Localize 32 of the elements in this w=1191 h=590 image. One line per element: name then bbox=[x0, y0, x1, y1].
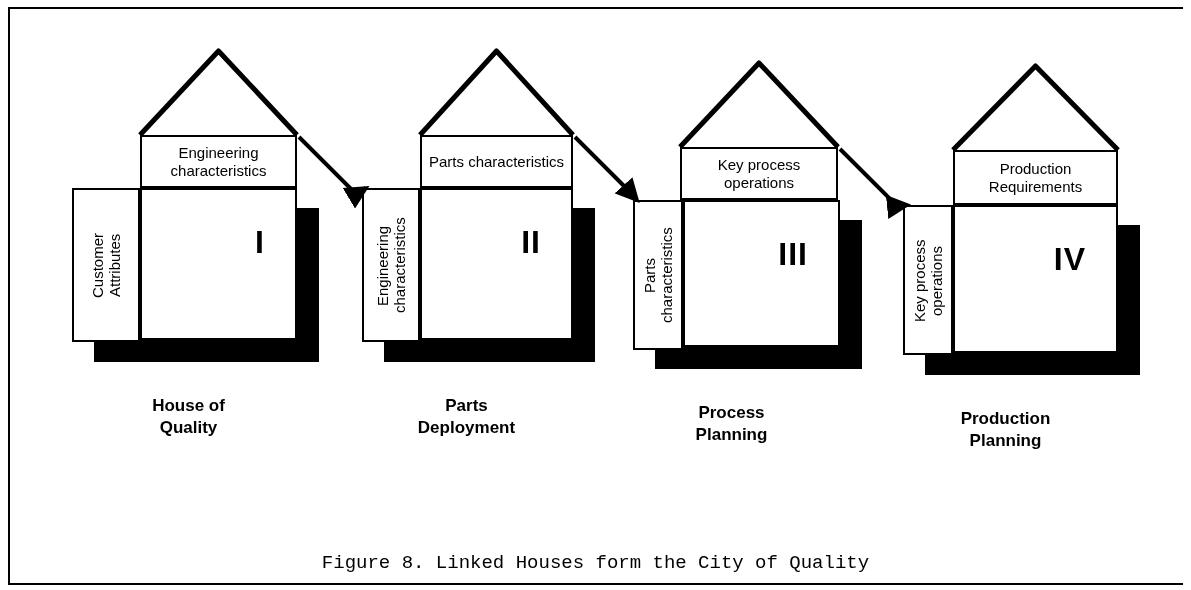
stage-title: Parts Deployment bbox=[416, 395, 517, 440]
stage-title: Production Planning bbox=[959, 408, 1052, 453]
header-label: Engineering characteristics bbox=[169, 144, 268, 179]
arrow bbox=[838, 147, 911, 219]
arrow bbox=[297, 135, 370, 209]
header-label: Production Requirements bbox=[987, 160, 1084, 195]
row-label: Customer Attributes bbox=[88, 231, 124, 300]
roman-numeral: IV bbox=[1053, 241, 1086, 278]
header-label: Parts characteristics bbox=[427, 152, 565, 171]
header-label: Key process operations bbox=[716, 156, 802, 191]
header-box bbox=[420, 135, 573, 188]
matrix-box bbox=[683, 200, 840, 347]
side-column-box bbox=[362, 188, 420, 342]
header-box bbox=[140, 135, 297, 188]
roman-numeral: II bbox=[521, 224, 541, 261]
side-column-box bbox=[903, 205, 953, 355]
header-box bbox=[680, 147, 838, 200]
matrix-box bbox=[953, 205, 1118, 353]
row-label: Key process operations bbox=[910, 237, 946, 324]
figure-caption: Figure 8. Linked Houses form the City of Quality bbox=[320, 552, 871, 574]
side-column-box bbox=[72, 188, 140, 342]
matrix-box bbox=[140, 188, 297, 340]
stage-title: Process Planning bbox=[694, 402, 769, 447]
side-column-box bbox=[633, 200, 683, 350]
row-label: Parts characteristics bbox=[640, 226, 676, 325]
row-label: Engineering characteristics bbox=[373, 216, 409, 315]
arrow bbox=[573, 135, 640, 203]
roman-numeral: III bbox=[778, 236, 808, 273]
stage-title: House of Quality bbox=[151, 395, 226, 440]
roman-numeral: I bbox=[255, 224, 265, 261]
matrix-box bbox=[420, 188, 573, 340]
header-box bbox=[953, 150, 1118, 205]
